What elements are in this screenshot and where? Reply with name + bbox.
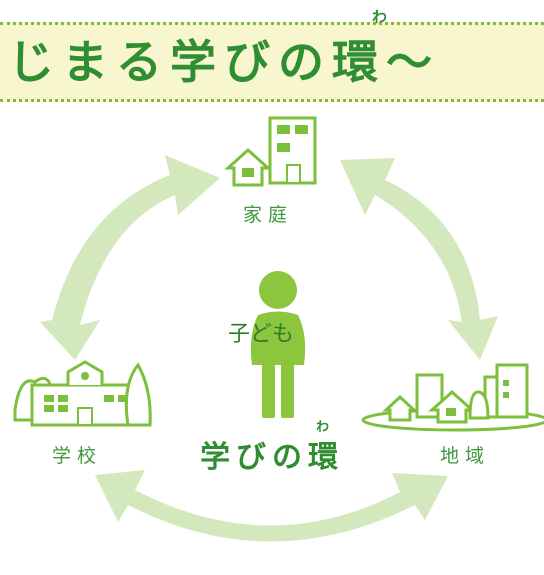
home-building-icon <box>224 116 317 187</box>
city-icon <box>361 363 544 432</box>
banner-ruby: わ <box>372 8 388 26</box>
arrow-school-region <box>95 470 448 542</box>
banner-title: じまる学びの環〜 <box>8 35 440 89</box>
title-banner: わ じまる学びの環〜 <box>0 0 544 102</box>
child-label: 子ども <box>228 322 295 347</box>
child-figure-icon <box>250 271 306 418</box>
arrow-home-region <box>340 158 498 360</box>
banner-band <box>0 22 544 102</box>
center-ruby: わ <box>316 420 330 435</box>
cycle-arrows-icon <box>40 155 498 542</box>
center-title: 学びの環 <box>200 440 344 475</box>
region-label: 地域 <box>440 445 491 467</box>
school-icon <box>13 360 152 427</box>
home-label: 家庭 <box>243 204 294 226</box>
arrow-home-school <box>40 155 220 360</box>
school-label: 学校 <box>52 445 103 467</box>
